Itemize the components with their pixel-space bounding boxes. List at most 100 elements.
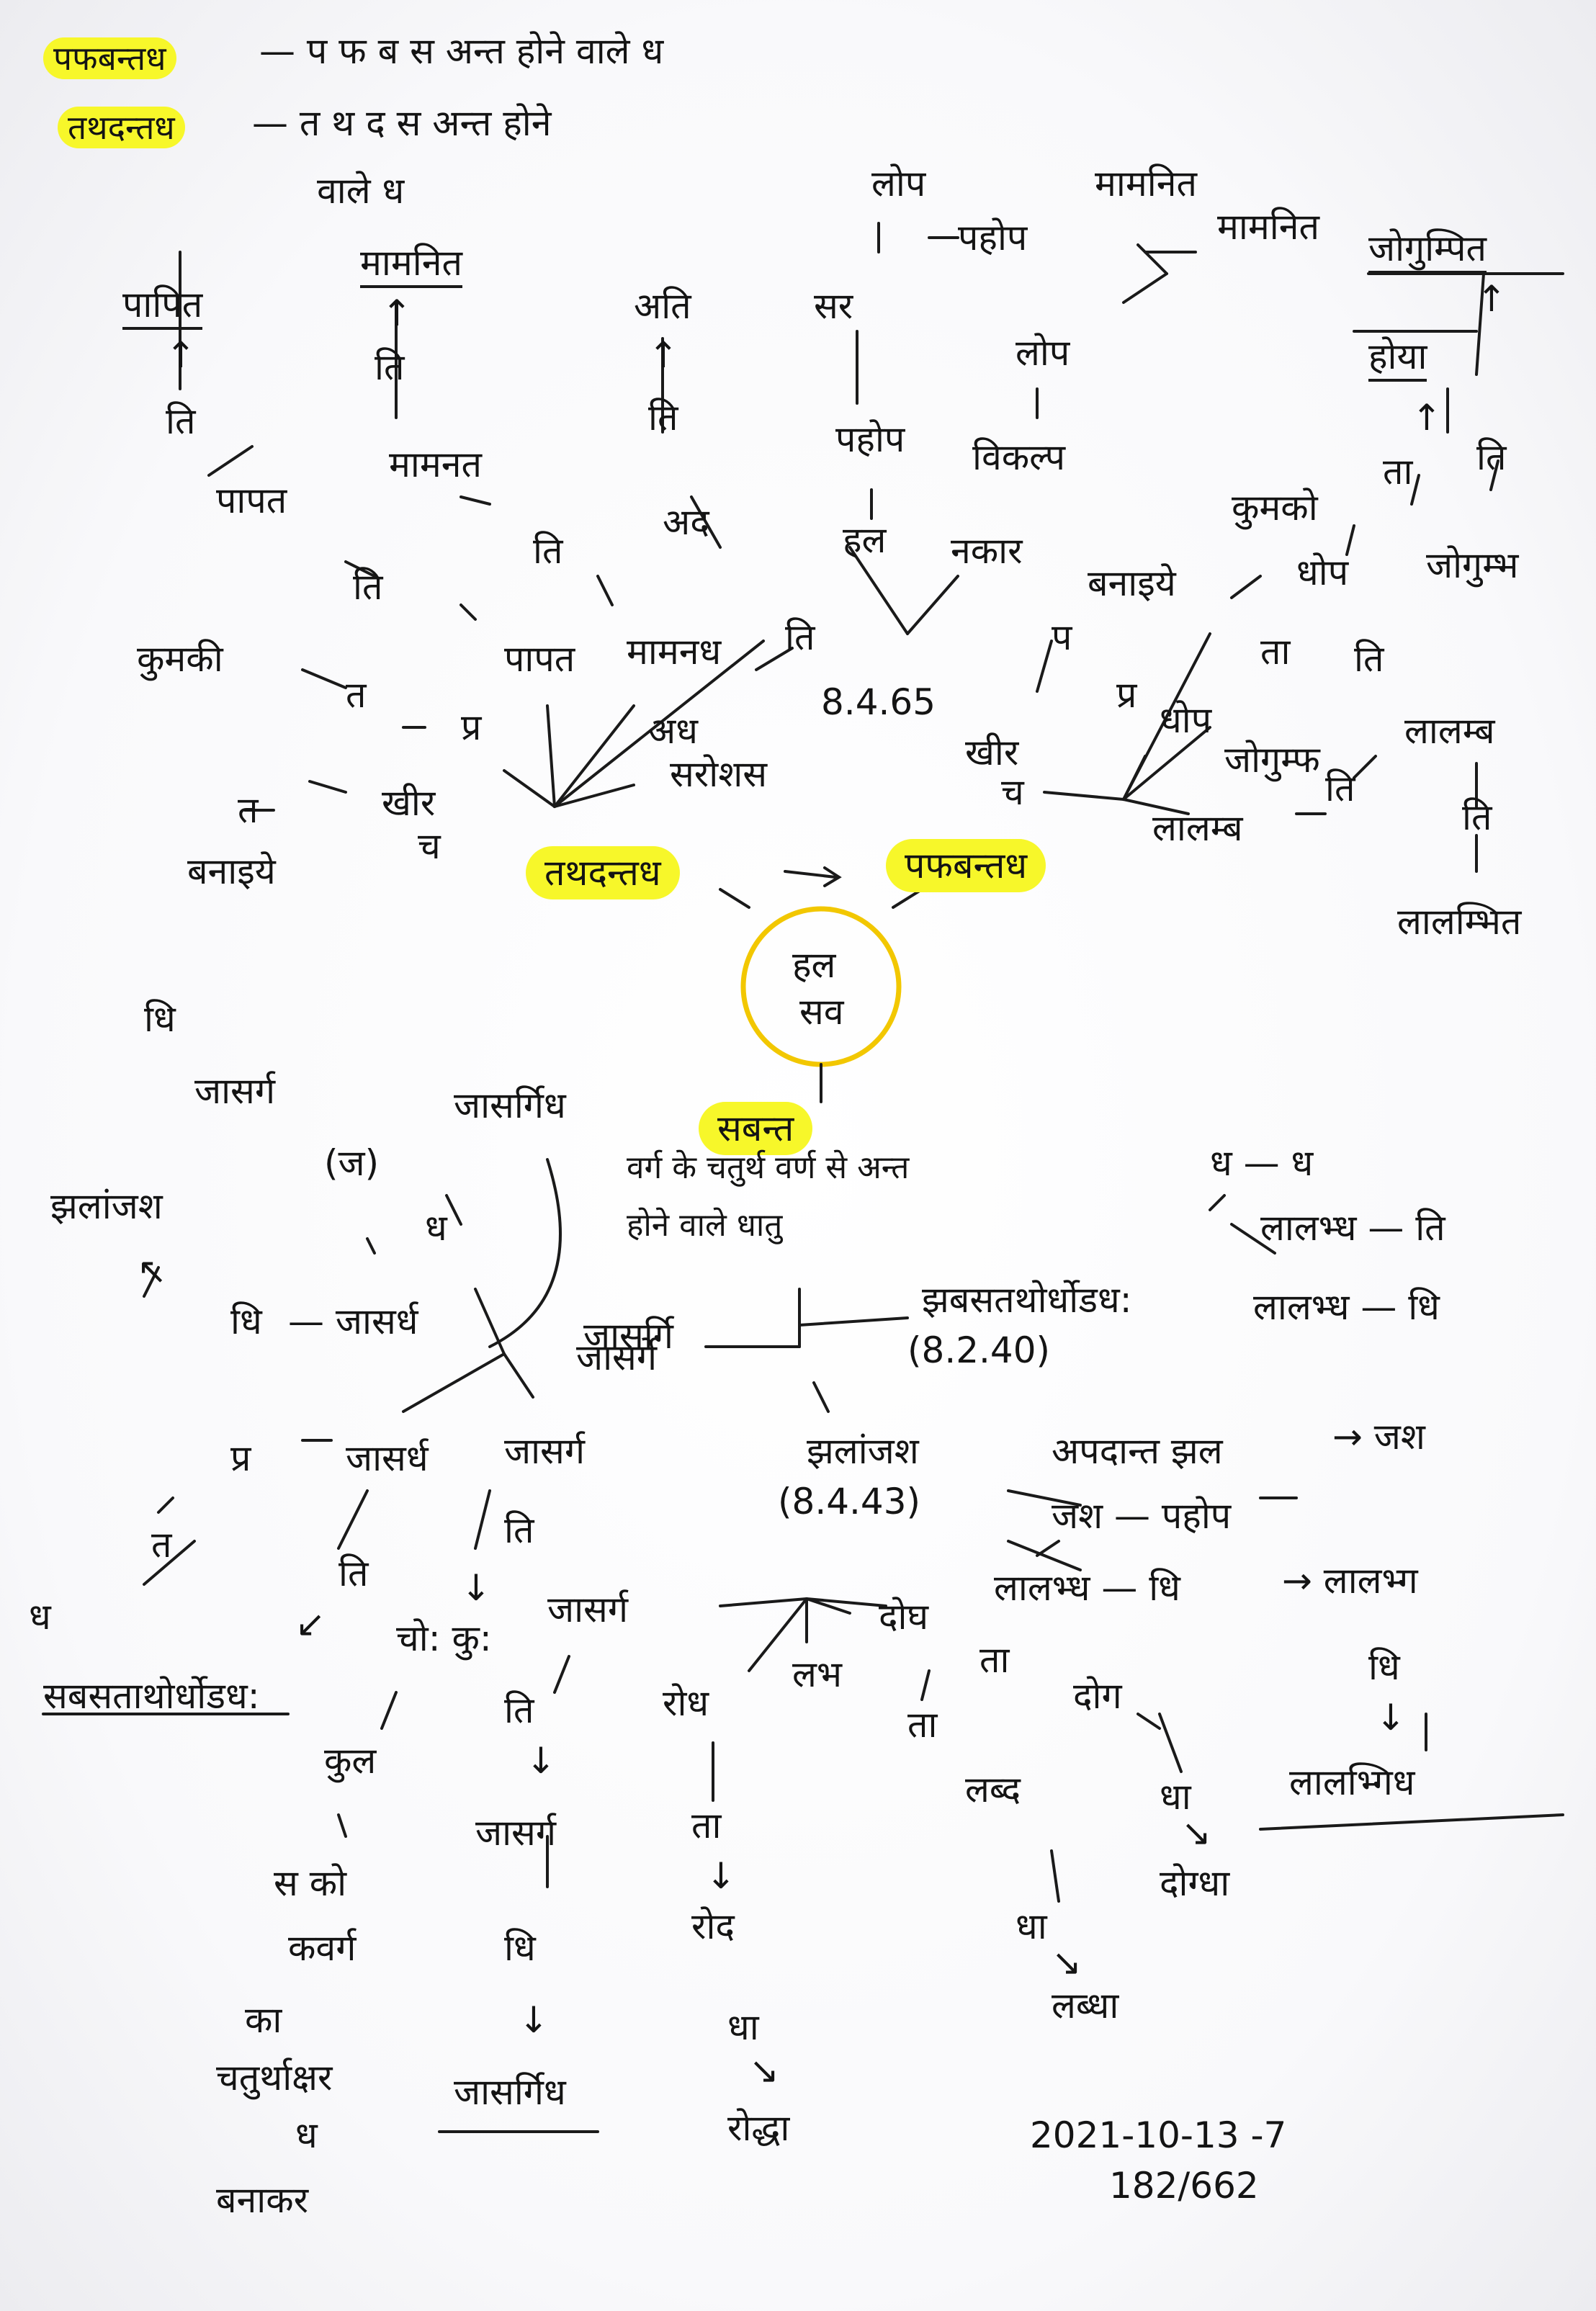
note-text: लभ bbox=[792, 1653, 843, 1695]
note-text: बनाकर bbox=[216, 2179, 309, 2221]
note-text: ति bbox=[353, 566, 383, 608]
note-text: प्र bbox=[461, 706, 482, 748]
arrow-down-icon: ↓ bbox=[461, 1567, 491, 1609]
note-text: लालभ्ध — धि bbox=[1253, 1286, 1440, 1328]
circle-text: सव bbox=[799, 991, 844, 1033]
note-text: कुमकी bbox=[137, 638, 223, 680]
note-text: झलांजश bbox=[807, 1430, 919, 1472]
note-text: लोप bbox=[1016, 332, 1070, 374]
note-text: प्र bbox=[1116, 674, 1137, 716]
arrow-down-icon: ↓ bbox=[1376, 1697, 1406, 1738]
note-text: चतुर्थाक्षर bbox=[216, 2057, 333, 2099]
note-text: धि bbox=[144, 998, 176, 1040]
arrow-down-icon: ↘ bbox=[1181, 1812, 1211, 1854]
note-text: जोगुम्फ bbox=[1224, 739, 1320, 781]
note-text: ता bbox=[1383, 451, 1413, 493]
note-text: ध — ध bbox=[1210, 1142, 1314, 1184]
note-text: जासर्गिध bbox=[454, 2071, 566, 2113]
note-text: नकार bbox=[951, 530, 1023, 572]
arrow-up-icon: ↑ bbox=[1412, 397, 1442, 439]
note-text: धोप bbox=[1160, 699, 1212, 741]
footer-date: 2021-10-13 -7 bbox=[1030, 2114, 1287, 2156]
def-paphabantadh: — प फ ब स अन्त होने वाले ध bbox=[259, 30, 664, 72]
term-paphabantadh: पफबन्तध bbox=[43, 37, 176, 79]
note-text: रोध bbox=[663, 1682, 709, 1724]
note-text: — जासर्ध bbox=[288, 1301, 418, 1342]
note-text: ध bbox=[295, 2114, 318, 2156]
note-text: लालभ्गिध bbox=[1289, 1762, 1415, 1803]
note-text: कवर्ग bbox=[288, 1927, 357, 1969]
note-text: जासर्ध bbox=[346, 1437, 429, 1479]
arrow-up-icon: ↑ bbox=[1476, 278, 1507, 320]
note-text: (8.2.40) bbox=[907, 1329, 1051, 1371]
note-text: जासर्ग bbox=[547, 1589, 628, 1630]
note-text: (ज) bbox=[324, 1142, 380, 1184]
note-text: लब्धा bbox=[1052, 1985, 1119, 2027]
note-text: पापत bbox=[216, 480, 287, 521]
footer-page: 182/662 bbox=[1109, 2165, 1259, 2207]
note-text: ता bbox=[907, 1704, 938, 1746]
note-text: का bbox=[245, 1999, 282, 2041]
arrow-up-icon: ↑ bbox=[382, 292, 412, 334]
note-text: (8.4.43) bbox=[778, 1481, 921, 1522]
note-text: प्र bbox=[230, 1437, 251, 1479]
note-text: होने वाले धातु bbox=[627, 1207, 783, 1244]
note-text: रोद bbox=[691, 1906, 735, 1947]
note-text: लालम्ब bbox=[1152, 807, 1243, 849]
arrow-up-icon: ↑ bbox=[166, 334, 196, 376]
note-text: दोग्धा bbox=[1160, 1862, 1230, 1904]
note-text: धि bbox=[504, 1927, 536, 1969]
note-text: चो: कु: bbox=[396, 1617, 492, 1659]
note-text: त bbox=[238, 789, 259, 831]
note-text: ति bbox=[1476, 436, 1507, 478]
note-text: ति bbox=[648, 397, 678, 439]
note-text: च bbox=[1001, 771, 1024, 813]
note-text: पहोप bbox=[958, 217, 1028, 259]
term-tathadantadh: तथदन्तध bbox=[58, 107, 185, 148]
note-text: मामनित bbox=[1095, 163, 1197, 205]
note-text: होया bbox=[1368, 338, 1427, 382]
arrow-down-icon: ↘ bbox=[749, 2050, 779, 2091]
note-text: ति bbox=[533, 530, 563, 572]
note-text: अध bbox=[648, 710, 698, 752]
circle-text: हल bbox=[792, 944, 836, 986]
note-text: मामनित bbox=[360, 245, 462, 288]
note-text: ति bbox=[1325, 768, 1355, 809]
note-text: लालम्भित bbox=[1397, 901, 1522, 943]
note-text: 8.4.65 bbox=[821, 681, 936, 723]
note-text: लालभ्ध — धि bbox=[994, 1567, 1180, 1609]
note-text: जासर्ग bbox=[504, 1430, 585, 1472]
note-text: धि bbox=[230, 1301, 262, 1342]
note-text: ति bbox=[504, 1509, 534, 1551]
arrow-down-icon: ↓ bbox=[526, 1740, 556, 1782]
note-text: मामनध bbox=[627, 631, 722, 673]
note-text: जासर्गि bbox=[583, 1315, 673, 1357]
note-text: लालम्ब bbox=[1404, 710, 1495, 752]
note-text: मामनित bbox=[1217, 206, 1319, 248]
def-tathadantadh-a: — त थ द स अन्त होने bbox=[252, 102, 552, 144]
note-text: → लालभ्ग bbox=[1282, 1560, 1418, 1602]
note-text: कुल bbox=[324, 1740, 377, 1782]
note-text: ति bbox=[785, 616, 815, 658]
note-text: ति bbox=[166, 400, 196, 442]
note-text: जासर्गिध bbox=[454, 1085, 566, 1126]
def-tathadantadh-b: वाले ध bbox=[317, 170, 405, 212]
note-text: जश — पहोप bbox=[1052, 1495, 1232, 1537]
note-text: अति bbox=[634, 285, 691, 327]
note-text: जासर्गे bbox=[576, 1337, 657, 1378]
note-text: ति bbox=[1462, 796, 1492, 838]
note-text: ति bbox=[375, 346, 405, 388]
note-text: लब्द bbox=[965, 1769, 1021, 1810]
note-text: खीर bbox=[382, 782, 436, 824]
note-text: बनाइये bbox=[1088, 562, 1176, 604]
note-text: च bbox=[418, 825, 441, 867]
note-text: झबसतथोर्धोडध: bbox=[922, 1279, 1132, 1321]
note-text: मामनत bbox=[389, 444, 482, 485]
note-text: जोगुम्भ bbox=[1426, 544, 1519, 586]
note-text: लालभ्ध — ति bbox=[1260, 1207, 1445, 1249]
note-text: जासर्ग bbox=[194, 1070, 275, 1112]
note-text: ति bbox=[339, 1553, 369, 1594]
note-text: ध bbox=[29, 1596, 51, 1638]
note-text: → जश bbox=[1332, 1416, 1425, 1458]
